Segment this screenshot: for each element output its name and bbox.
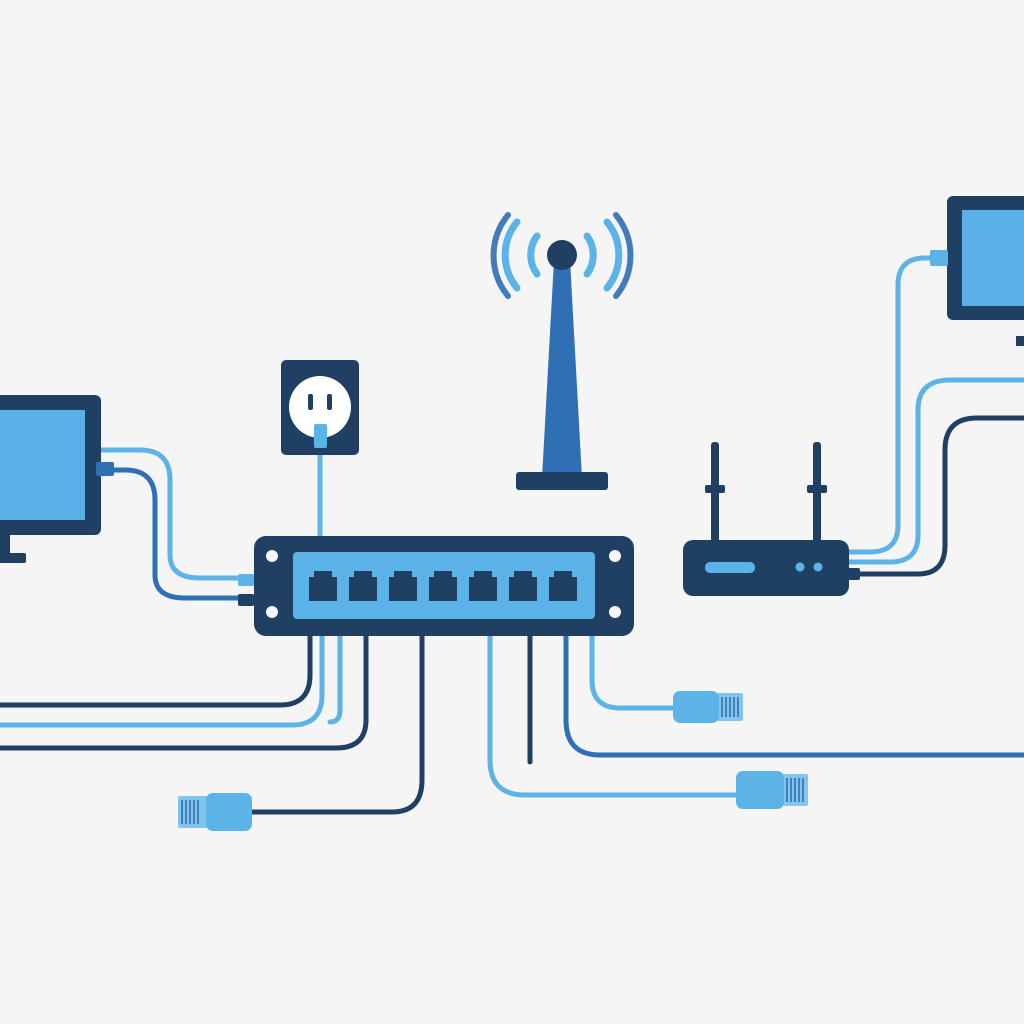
switch-port-6 — [509, 571, 537, 601]
antenna-tip — [547, 240, 577, 270]
switch-mount-hole-br — [609, 606, 621, 618]
signal-wave-right-outer — [613, 212, 634, 299]
router-status-light — [705, 562, 755, 573]
router-antenna-right-joint — [807, 485, 827, 493]
outlet-slot-left — [308, 394, 313, 410]
cable-router-right-light — [845, 377, 1024, 565]
network-switch — [238, 536, 634, 636]
rj45-plug-pins — [181, 800, 199, 824]
cable-switch-plug-left — [247, 605, 425, 815]
cable-left-monitor-blue — [97, 467, 251, 601]
monitor-port-plug — [96, 462, 114, 476]
cable-switch-right-edge — [563, 602, 1024, 758]
switch-side-port-upper — [238, 574, 254, 586]
router-led-2 — [813, 562, 823, 572]
signal-wave-right-mid — [603, 218, 623, 292]
switch-port-2 — [349, 571, 377, 601]
power-plug-icon — [314, 424, 327, 448]
switch-side-port-lower — [238, 594, 254, 606]
cable-router-right-navy — [845, 415, 1024, 577]
outlet-face — [289, 376, 351, 438]
monitor-port-plug — [930, 250, 948, 266]
desktop-monitor-left — [0, 395, 114, 563]
cable-switch-plug-right-lower — [487, 597, 743, 798]
monitor-stand — [0, 535, 10, 555]
rj45-plug-icon — [206, 793, 252, 831]
ethernet-plug-left — [178, 793, 252, 831]
cable-switch-left-4 — [0, 605, 369, 751]
cable-router-monitor — [845, 255, 948, 555]
cable-switch-left-2 — [0, 602, 325, 728]
ethernet-plug-right-lower — [736, 771, 808, 809]
switch-mount-hole-tr — [609, 550, 621, 562]
switch-mount-hole-tl — [266, 550, 278, 562]
switch-ports — [309, 571, 577, 601]
monitor-stand — [1016, 336, 1024, 346]
wifi-router — [683, 442, 860, 596]
router-antenna-left-joint — [705, 485, 725, 493]
desktop-monitor-right — [930, 196, 1024, 346]
switch-mount-hole-bl — [266, 606, 278, 618]
antenna-icon — [542, 260, 582, 478]
signal-wave-left-mid — [501, 218, 521, 292]
signal-wave-right-inner — [583, 232, 597, 278]
cable-switch-left-1 — [0, 605, 313, 708]
router-port-plug — [846, 568, 860, 580]
cable-switch-left-3 — [327, 597, 355, 725]
outlet-slot-right — [327, 394, 332, 410]
switch-port-7 — [549, 571, 577, 601]
router-icon — [683, 540, 849, 596]
rj45-plug-icon — [736, 771, 784, 809]
monitor-screen — [0, 410, 85, 520]
switch-port-4 — [429, 571, 457, 601]
switch-port-1 — [309, 571, 337, 601]
wifi-signal-icon — [490, 212, 634, 299]
signal-wave-left-outer — [490, 212, 511, 299]
cable-switch-plug-right-upper — [589, 607, 678, 711]
signal-wave-left-inner — [527, 232, 541, 278]
switch-port-5 — [469, 571, 497, 601]
monitor-base — [0, 553, 26, 563]
monitor-screen — [962, 210, 1024, 306]
cables — [0, 255, 1024, 815]
rj45-plug-icon — [673, 691, 719, 723]
rj45-plug-pins — [786, 778, 804, 802]
cable-left-monitor-light — [97, 447, 251, 581]
switch-port-3 — [389, 571, 417, 601]
rj45-plug-pins — [721, 697, 739, 717]
wireless-antenna — [490, 212, 634, 490]
ethernet-plug-right-upper — [673, 691, 743, 723]
antenna-base — [516, 472, 608, 490]
router-led-1 — [795, 562, 805, 572]
power-outlet — [281, 360, 359, 455]
